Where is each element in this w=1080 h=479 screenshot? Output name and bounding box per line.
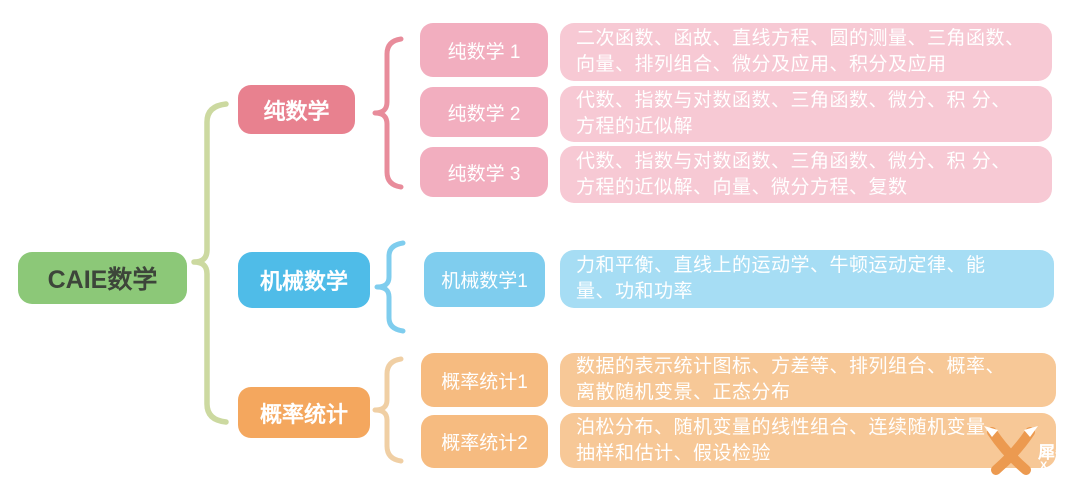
leaf-node-mechanics-1: 机械数学1 <box>424 252 545 307</box>
watermark-sub-text: X - N <box>1040 460 1080 472</box>
branch-node-mechanics: 机械数学 <box>238 252 370 308</box>
topic-list-pure-math-2: 代数、指数与对数函数、三角函数、微分、积 分、 方程的近似解 <box>560 86 1052 142</box>
topic-list-mechanics-1: 力和平衡、直线上的运动学、牛顿运动定律、能 量、功和功率 <box>560 250 1054 308</box>
topic-list-statistics-2: 泊松分布、随机变量的线性组合、连续随机变量、 抽样和估计、假设检验 <box>560 413 1056 468</box>
mechanics-brace <box>374 240 406 334</box>
leaf-node-statistics-2: 概率统计2 <box>421 415 548 468</box>
leaf-node-pure-math-1: 纯数学 1 <box>420 23 548 77</box>
branch-node-statistics: 概率统计 <box>238 387 370 438</box>
topic-list-pure-math-1: 二次函数、函故、直线方程、圆的测量、三角函数、 向量、排列组合、微分及应用、积分… <box>560 23 1052 81</box>
watermark: 犀牛教 X - N <box>980 420 1080 479</box>
brand-x-logo-icon <box>984 426 1038 475</box>
pure-math-brace <box>372 36 404 190</box>
statistics-brace <box>372 356 404 464</box>
topic-list-statistics-1: 数据的表示统计图标、方差等、排列组合、概率、 离散随机变景、正态分布 <box>560 353 1056 407</box>
leaf-node-statistics-1: 概率统计1 <box>421 353 548 407</box>
leaf-node-pure-math-2: 纯数学 2 <box>420 87 548 137</box>
leaf-node-pure-math-3: 纯数学 3 <box>420 147 548 197</box>
watermark-brand-text: 犀牛教 <box>1038 443 1080 462</box>
root-brace <box>191 101 229 425</box>
branch-node-pure-math: 纯数学 <box>238 85 355 134</box>
root-node-caie-math: CAIE数学 <box>18 252 187 304</box>
topic-list-pure-math-3: 代数、指数与对数函数、三角函数、微分、积 分、 方程的近似解、向量、微分方程、复… <box>560 146 1052 203</box>
